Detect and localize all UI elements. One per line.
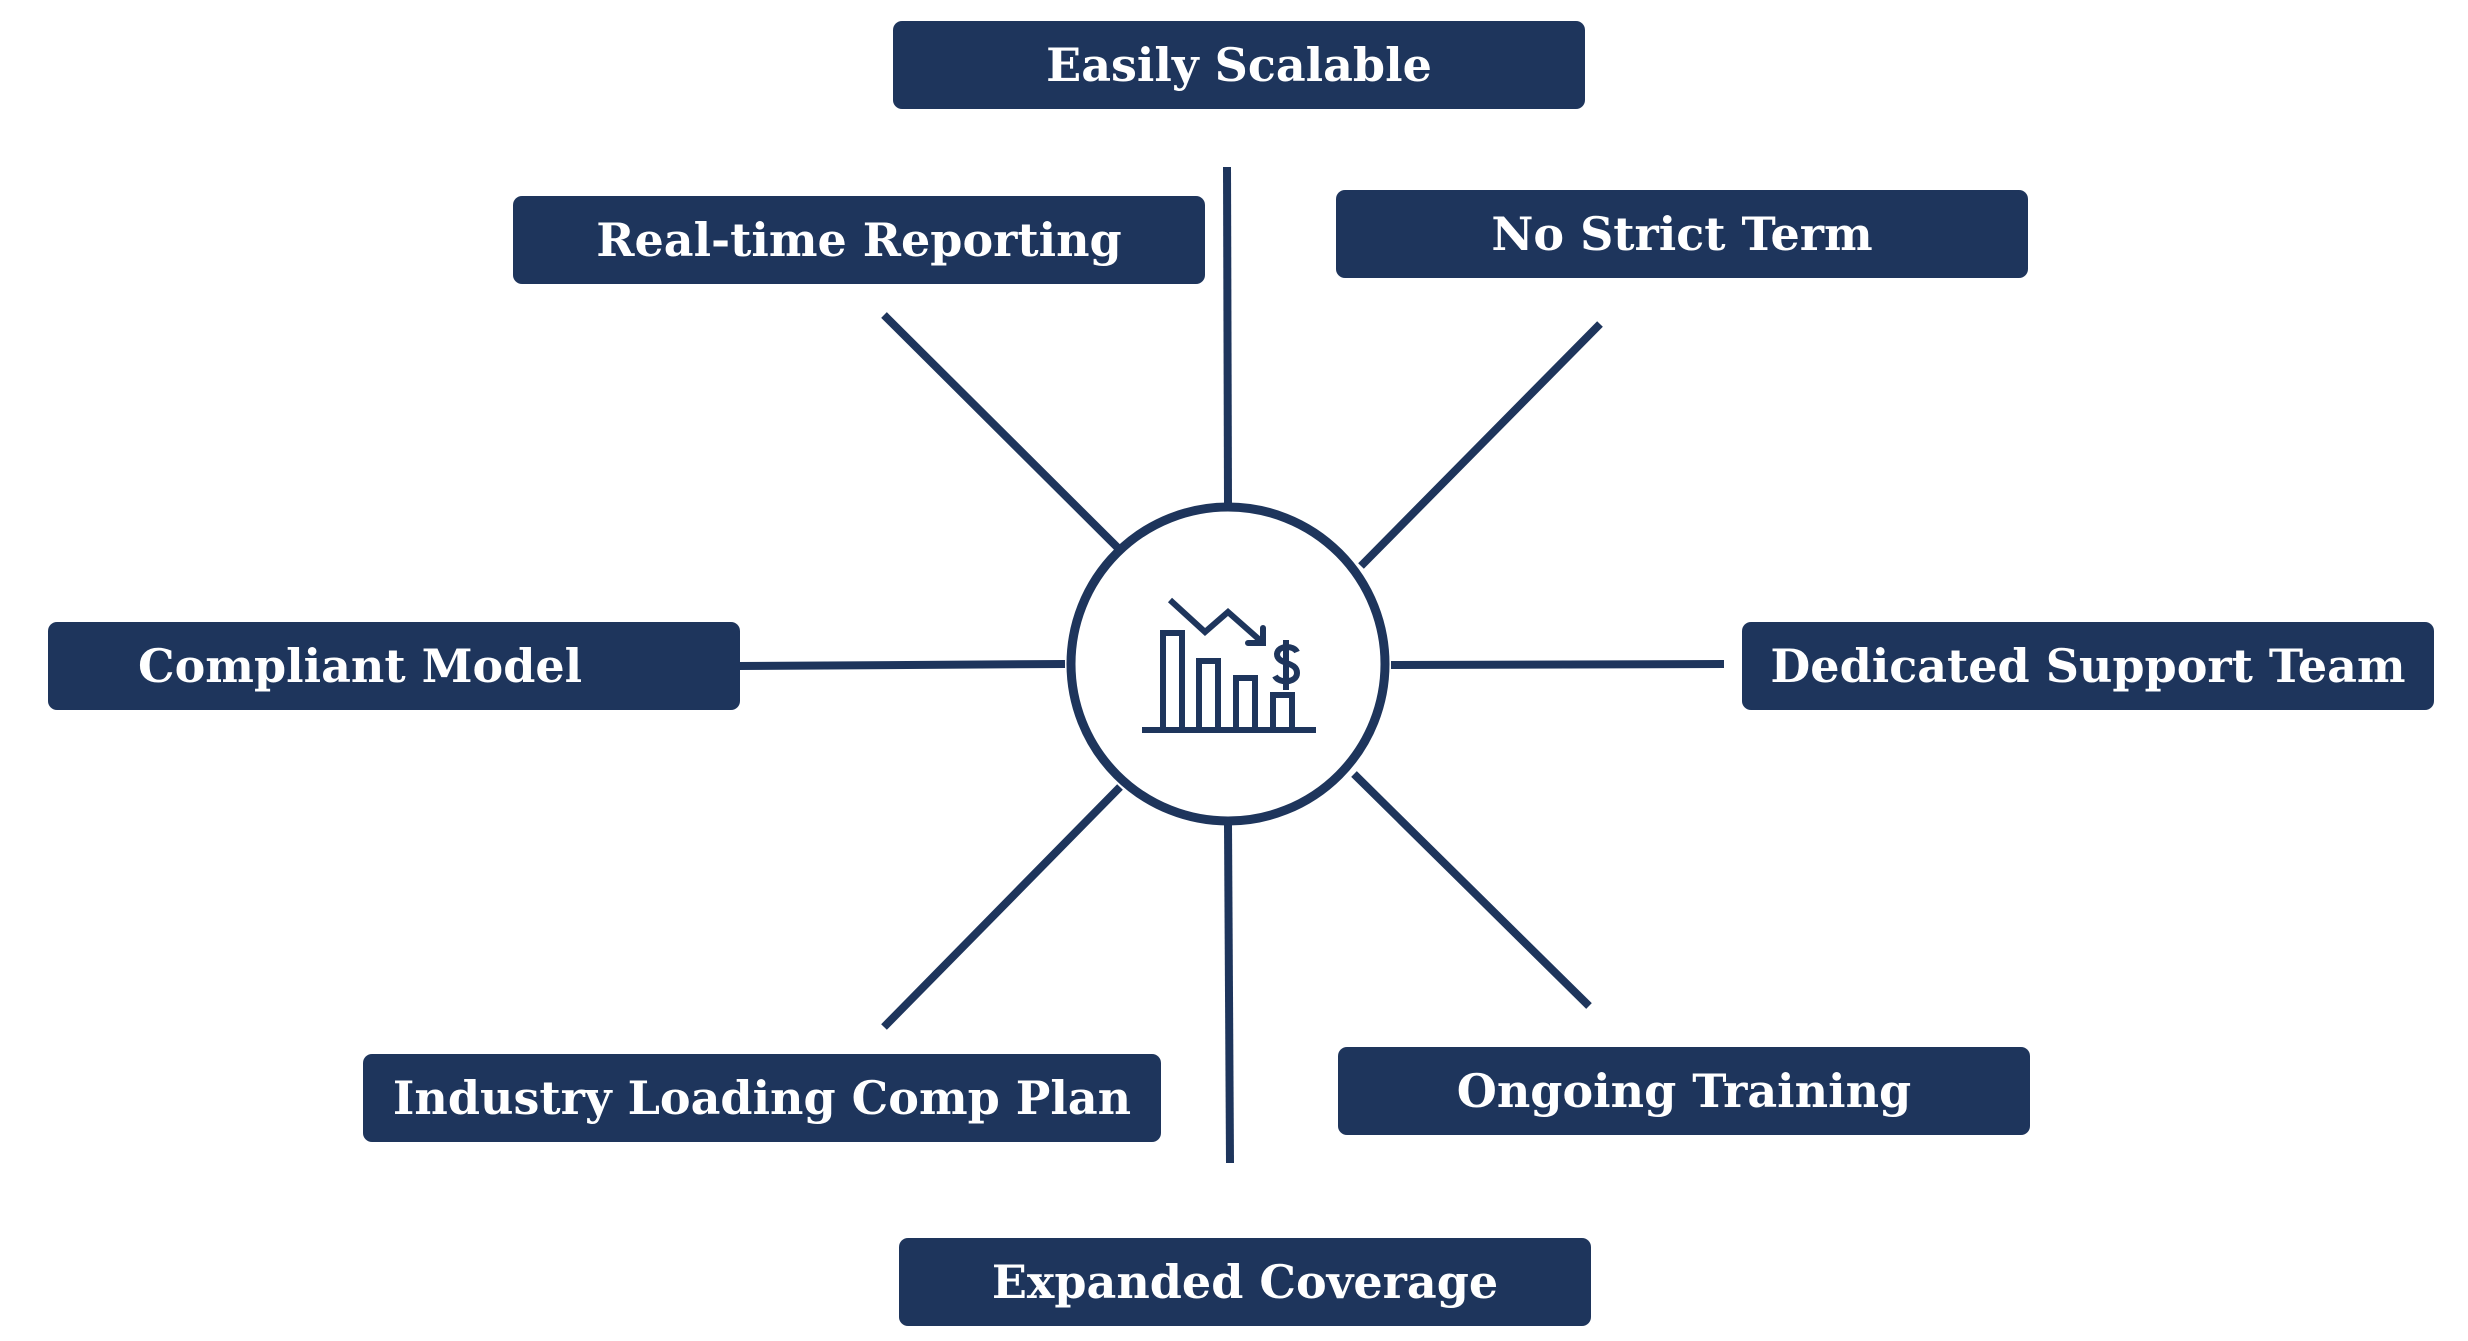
feature-label-bottom-left: Industry Loading Comp Plan bbox=[363, 1054, 1161, 1142]
spoke-bottom bbox=[1224, 824, 1234, 1164]
spoke-left bbox=[737, 660, 1066, 670]
feature-label-top-left: Real-time Reporting bbox=[513, 196, 1205, 284]
spoke-top-left bbox=[881, 312, 1125, 555]
feature-label-bottom-right: Ongoing Training bbox=[1338, 1047, 2030, 1135]
declining-cost-bar-chart-dollar-icon bbox=[1142, 597, 1316, 733]
hub-circle bbox=[1066, 502, 1390, 826]
feature-label-top-right: No Strict Term bbox=[1336, 190, 2028, 278]
spoke-bottom-left bbox=[881, 784, 1123, 1030]
feature-label-top: Easily Scalable bbox=[893, 21, 1585, 109]
feature-label-right: Dedicated Support Team bbox=[1742, 622, 2434, 710]
feature-label-bottom: Expanded Coverage bbox=[899, 1238, 1591, 1326]
spoke-right bbox=[1390, 660, 1725, 669]
spoke-top-right bbox=[1358, 321, 1603, 569]
feature-label-left: Compliant Model bbox=[48, 622, 740, 710]
spoke-bottom-right bbox=[1351, 771, 1592, 1009]
spoke-top bbox=[1223, 166, 1232, 506]
